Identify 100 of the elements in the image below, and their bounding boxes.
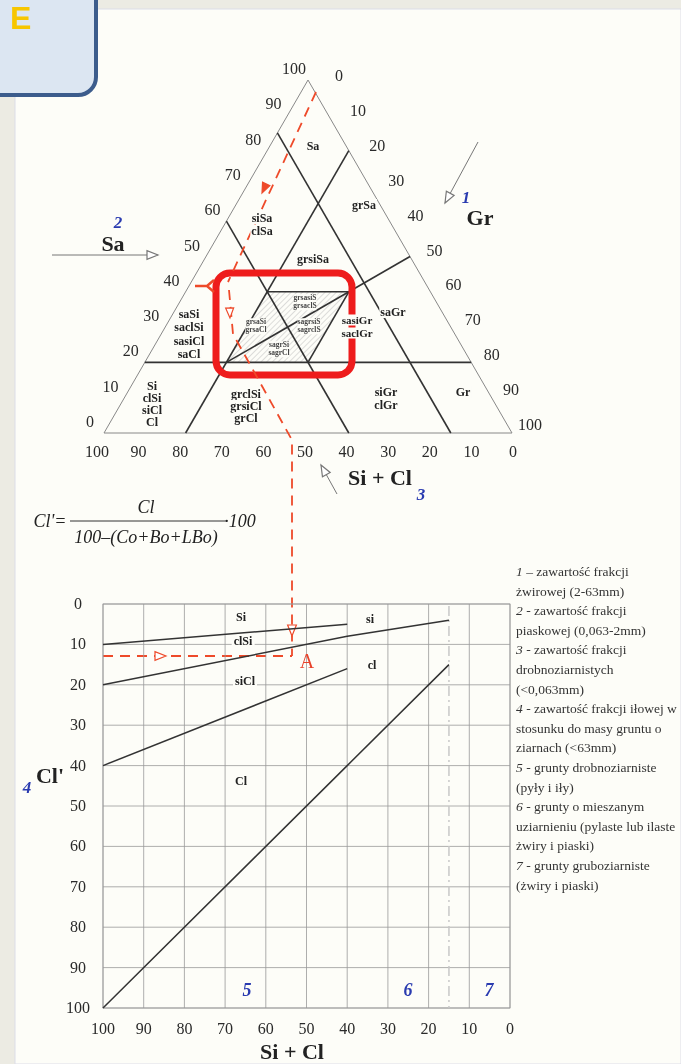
tick-label: 50: [184, 237, 200, 254]
region-label: siGr: [373, 386, 399, 398]
region-label: saclGr: [340, 327, 374, 339]
tick-label: 0: [509, 444, 517, 460]
tick-label: 70: [213, 444, 230, 460]
callout-number: 7: [484, 981, 494, 999]
axis-title: Sa: [101, 233, 125, 255]
tick-label: 30: [143, 308, 160, 325]
tick-label: 10: [350, 102, 367, 119]
tick-label: 90: [130, 444, 147, 460]
tick-label: 70: [70, 878, 86, 895]
callout-number: 1: [461, 188, 471, 206]
formula-text: 100–(Co+Bo+LBo): [74, 528, 218, 546]
note-text: 5 - grunty drobnoziarniste (pyły i iły): [516, 758, 658, 797]
tick-label: 10: [102, 378, 119, 395]
region-label: Si: [234, 611, 248, 623]
tick-label: 20: [122, 343, 139, 360]
tick-label: 60: [204, 202, 221, 219]
tick-label: 60: [255, 444, 272, 460]
tick-label: 80: [245, 131, 262, 148]
region-label: grSa: [351, 199, 377, 211]
region-label: Si: [146, 380, 158, 392]
tick-label: 10: [70, 636, 86, 653]
tick-label: 50: [426, 242, 443, 259]
tick-label: 100: [85, 444, 109, 460]
note-text: 2 - zawartość frakcji piaskowej (0,063-2mm): [516, 602, 647, 640]
region-label: clSi: [231, 635, 255, 647]
formula-text: Cl'=: [33, 512, 67, 530]
tick-label: 80: [70, 919, 86, 936]
tick-label: 60: [445, 277, 462, 294]
note-text: 7 - grunty gruboziarniste (żwiry i piaski): [516, 856, 651, 895]
tick-label: 40: [338, 444, 355, 460]
tick-label: 50: [297, 444, 313, 460]
tick-label: 20: [70, 676, 86, 693]
point-label: A: [299, 651, 315, 671]
region-label: clSi: [141, 392, 163, 404]
region-label: grsiCl: [229, 400, 263, 412]
tick-label: 20: [421, 444, 438, 460]
region-label: Sa: [305, 140, 321, 152]
axis-title: Si + Cl: [260, 1041, 324, 1063]
tick-label: 100: [66, 1000, 90, 1016]
tick-label: 70: [224, 166, 241, 183]
tick-label: 80: [176, 1021, 193, 1037]
tick-label: 80: [172, 444, 189, 460]
tick-label: 30: [70, 717, 86, 734]
label-card: [0, 0, 98, 97]
callout-number: 6: [403, 981, 413, 999]
tick-label: 0: [74, 596, 82, 612]
region-label: cl: [365, 659, 379, 671]
region-label: siSa: [250, 212, 274, 224]
tick-label: 100: [91, 1021, 115, 1037]
tick-label: 70: [464, 312, 481, 329]
tick-label: 50: [298, 1021, 315, 1037]
region-label: grCl: [233, 412, 259, 424]
note-text: 6 - grunty o mieszanym uziarnieniu (pylaste lub ilaste żwiry i piaski): [516, 798, 677, 856]
region-label: siCl: [141, 404, 163, 416]
tick-label: 80: [483, 347, 500, 364]
tick-label: 0: [335, 68, 343, 84]
tick-label: 60: [257, 1021, 274, 1037]
tick-label: 40: [70, 757, 86, 774]
tick-label: 70: [217, 1021, 234, 1037]
tick-label: 30: [379, 1021, 396, 1037]
region-label: sasiGr: [340, 314, 374, 326]
tick-label: 100: [282, 61, 306, 77]
region-label: clGr: [373, 399, 399, 411]
axis-title: Si + Cl: [348, 467, 412, 489]
callout-number: 3: [416, 485, 426, 503]
axis-title: Cl': [35, 765, 65, 787]
formula-text: Cl: [137, 498, 155, 516]
region-label: sasiCl: [172, 335, 206, 347]
tick-label: 90: [70, 959, 86, 976]
tick-label: 100: [518, 417, 542, 433]
region-label: Cl: [233, 775, 249, 787]
note-text: 4 - zawartość frakcji iłowej w stosunku do masy gruntu o ziarnach (<63mm): [516, 700, 678, 758]
tick-label: 30: [380, 444, 397, 460]
tick-label: 50: [70, 798, 86, 814]
region-label: saclSi: [173, 321, 205, 333]
card-letter: E: [10, 2, 32, 34]
region-label: Gr: [454, 386, 472, 398]
tick-label: 20: [420, 1021, 437, 1037]
region-label: grsiSa: [296, 253, 330, 265]
region-label: Cl: [145, 416, 159, 428]
region-label: clSa: [250, 225, 274, 237]
formula-text: ·100: [224, 512, 256, 530]
tick-label: 60: [70, 838, 86, 855]
note-text: 3 - zawartość frakcji drobnoziarnistych (<0,063mm): [516, 641, 628, 699]
tick-label: 30: [388, 172, 405, 189]
tick-label: 90: [135, 1021, 152, 1037]
region-label: siCl: [233, 675, 257, 687]
tick-label: 0: [86, 414, 94, 430]
tick-label: 20: [369, 137, 386, 154]
region-label: saCl: [176, 348, 202, 360]
callout-number: 2: [113, 213, 123, 231]
tick-label: 40: [339, 1021, 356, 1037]
region-label: si: [364, 613, 376, 625]
region-label: grclSi: [230, 388, 262, 400]
note-text: 1 – zawartość frakcji żwirowej (2-63mm): [516, 563, 630, 601]
region-label: saGr: [379, 306, 407, 318]
tick-label: 40: [407, 207, 424, 224]
tick-label: 0: [506, 1021, 514, 1037]
